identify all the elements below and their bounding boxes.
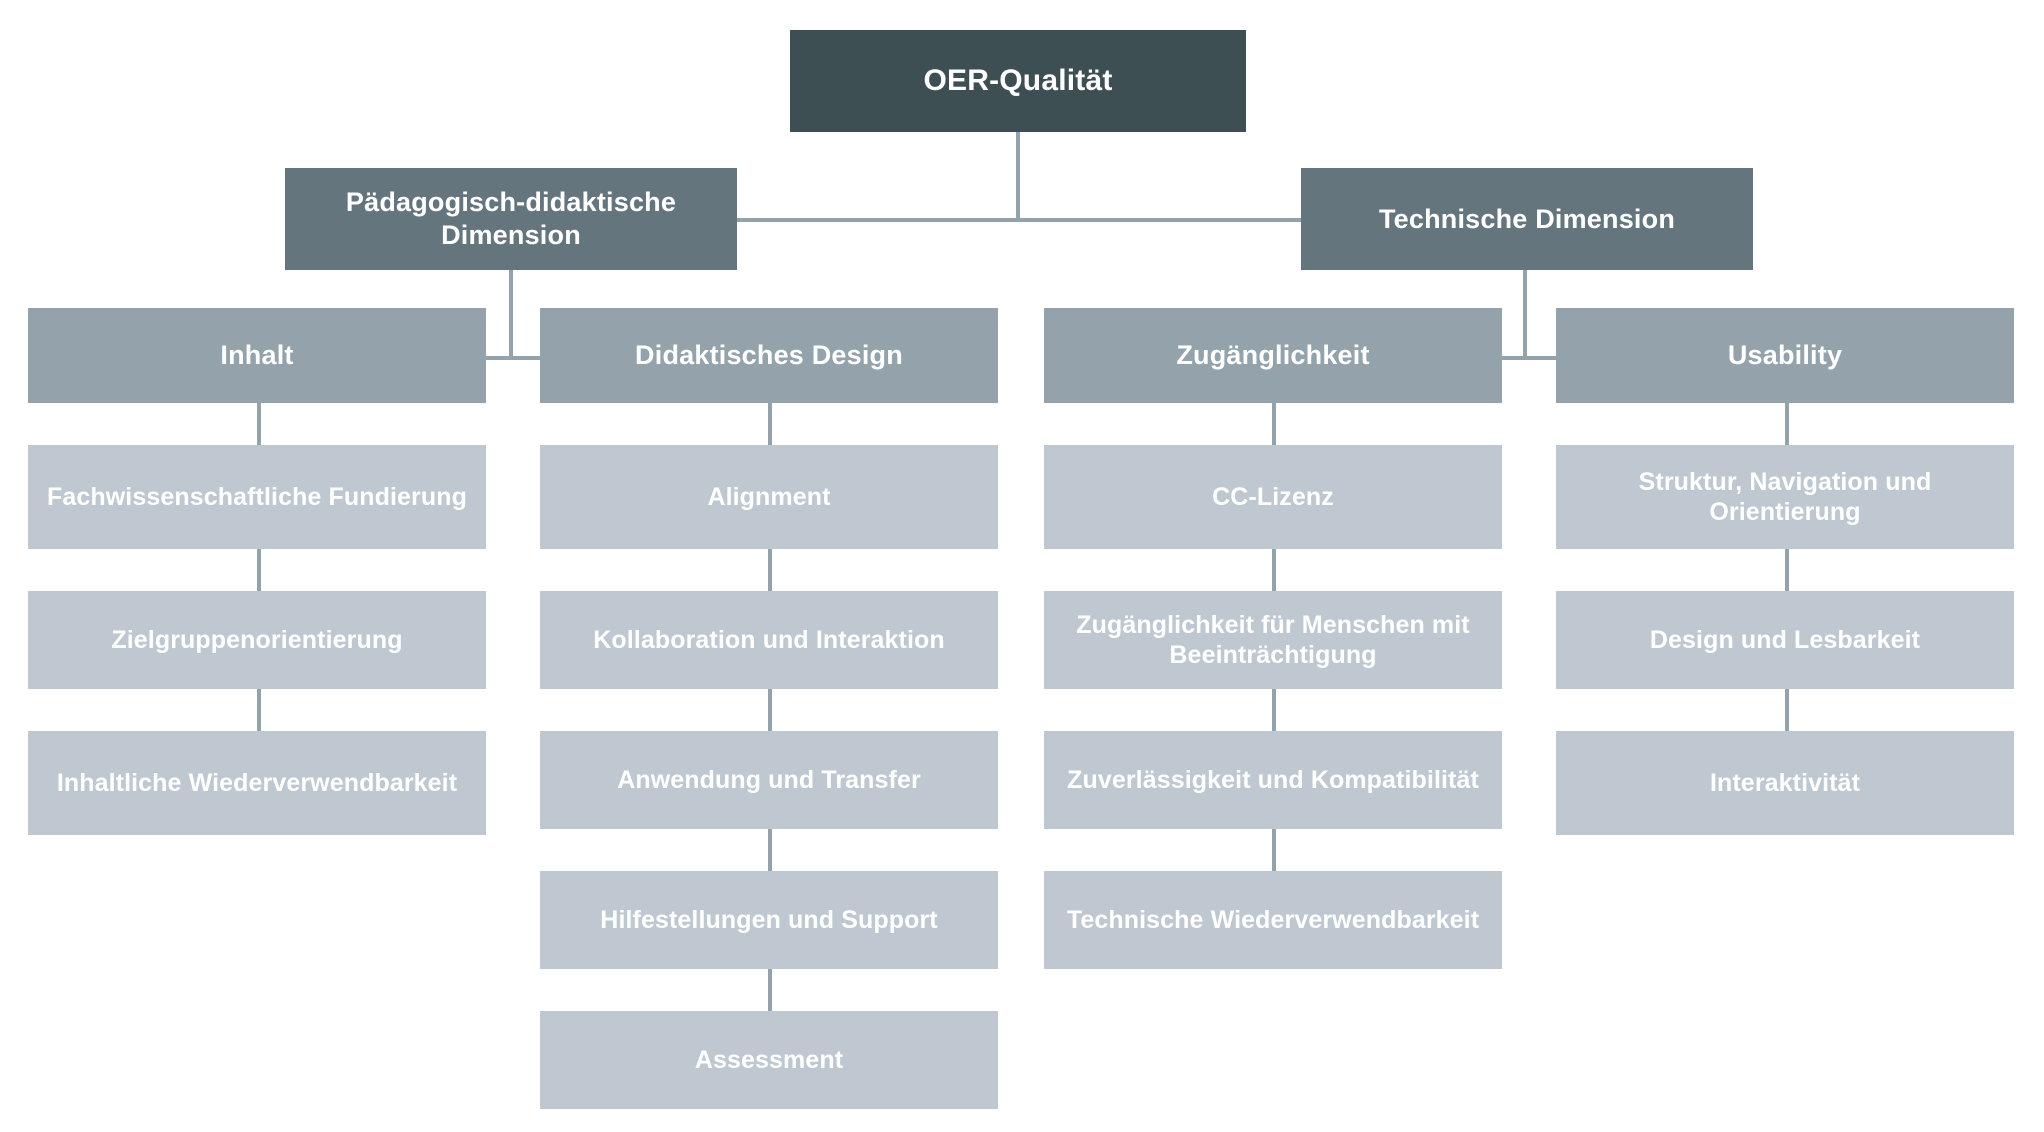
node-criterion-interaktivitaet[interactable]: Interaktivität (1556, 731, 2014, 835)
node-criterion-struktur-navigation-orientierung[interactable]: Struktur, Navigation und Orientierung (1556, 445, 2014, 549)
connector-col2-chain (768, 689, 772, 731)
node-dimension-technisch[interactable]: Technische Dimension (1301, 168, 1753, 270)
connector-right-category-spine (1498, 356, 1556, 360)
node-category-zugaenglichkeit[interactable]: Zugänglichkeit (1044, 308, 1502, 403)
connector-right-dimension-down (1523, 270, 1527, 360)
node-category-inhalt[interactable]: Inhalt (28, 308, 486, 403)
node-criterion-kollaboration-und-interaktion[interactable]: Kollaboration und Interaktion (540, 591, 998, 689)
connector-col2-chain (768, 969, 772, 1011)
connector-col2-chain (768, 549, 772, 591)
connector-col3-chain (1272, 549, 1276, 591)
node-criterion-zugaenglichkeit-beeintraechtigung[interactable]: Zugänglichkeit für Menschen mit Beeinträ… (1044, 591, 1502, 689)
node-dimension-paedagogisch-didaktisch[interactable]: Pädagogisch-didaktische Dimension (285, 168, 737, 270)
node-category-didaktisches-design[interactable]: Didaktisches Design (540, 308, 998, 403)
node-criterion-cc-lizenz[interactable]: CC-Lizenz (1044, 445, 1502, 549)
connector-col3-chain (1272, 403, 1276, 445)
connector-col2-chain (768, 403, 772, 445)
node-criterion-anwendung-und-transfer[interactable]: Anwendung und Transfer (540, 731, 998, 829)
node-criterion-inhaltliche-wiederverwendbarkeit[interactable]: Inhaltliche Wiederverwendbarkeit (28, 731, 486, 835)
node-criterion-alignment[interactable]: Alignment (540, 445, 998, 549)
connector-col2-chain (768, 829, 772, 871)
connector-col3-chain (1272, 829, 1276, 871)
node-criterion-zielgruppenorientierung[interactable]: Zielgruppenorientierung (28, 591, 486, 689)
connector-left-dimension-down (509, 270, 513, 360)
node-criterion-hilfestellungen-und-support[interactable]: Hilfestellungen und Support (540, 871, 998, 969)
node-criterion-design-und-lesbarkeit[interactable]: Design und Lesbarkeit (1556, 591, 2014, 689)
connector-col1-chain (257, 403, 261, 445)
node-criterion-fachwissenschaftliche-fundierung[interactable]: Fachwissenschaftliche Fundierung (28, 445, 486, 549)
connector-col4-chain (1785, 403, 1789, 445)
connector-col4-chain (1785, 549, 1789, 591)
connector-col1-chain (257, 549, 261, 591)
connector-root-down (1016, 132, 1020, 220)
connector-col4-chain (1785, 689, 1789, 731)
node-criterion-assessment[interactable]: Assessment (540, 1011, 998, 1109)
connector-col3-chain (1272, 689, 1276, 731)
connector-left-category-spine (484, 356, 542, 360)
node-category-usability[interactable]: Usability (1556, 308, 2014, 403)
node-criterion-technische-wiederverwendbarkeit[interactable]: Technische Wiederverwendbarkeit (1044, 871, 1502, 969)
connector-dimension-spine (736, 218, 1302, 222)
node-criterion-zuverlaessigkeit-und-kompatibilitaet[interactable]: Zuverlässigkeit und Kompatibilität (1044, 731, 1502, 829)
node-root-oer-qualitaet[interactable]: OER-Qualität (790, 30, 1246, 132)
connector-col1-chain (257, 689, 261, 731)
